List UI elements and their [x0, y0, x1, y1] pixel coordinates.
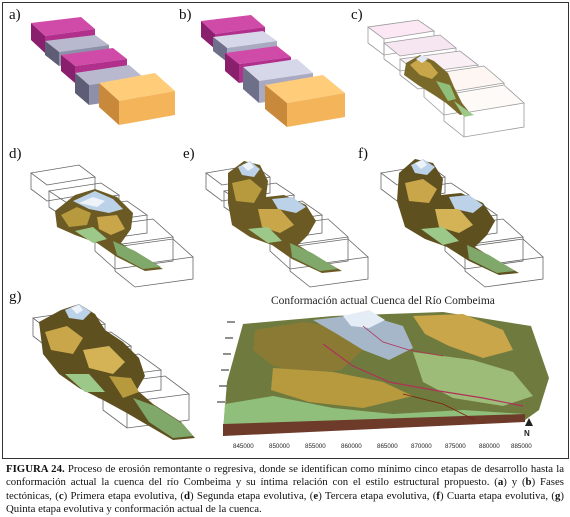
caption-text: ) Quinta etapa evolutiva y conformación … — [6, 489, 564, 516]
panel-label-d: d) — [9, 146, 22, 162]
map-x-tick: 860000 — [341, 443, 362, 450]
terrain-g — [39, 304, 195, 440]
caption-ref-d: d — [183, 489, 190, 502]
map-x-tick: 850000 — [269, 443, 290, 450]
map-x-axis: 845000 850000 855000 860000 865000 87000… — [233, 443, 532, 450]
combeima-3d-map: Conformación actual Cuenca del Río Combe… — [217, 295, 549, 450]
terrain-c — [404, 55, 474, 117]
map-terrain — [223, 310, 549, 436]
panel-f-fourth-stage — [380, 159, 544, 288]
map-x-tick: 845000 — [233, 443, 254, 450]
map-x-tick: 870000 — [411, 443, 432, 450]
caption-ref-g: g — [554, 489, 561, 502]
panel-label-f: f) — [358, 146, 368, 162]
map-x-tick: 855000 — [305, 443, 326, 450]
terrain-e — [228, 161, 342, 273]
panel-label-g: g) — [9, 289, 22, 305]
panel-d-second-stage — [30, 164, 194, 288]
caption-ref-e: e — [313, 489, 319, 502]
caption-text: ) y ( — [503, 476, 526, 489]
caption-text: ) Cuarta etapa evolutiva, ( — [440, 489, 555, 502]
caption-text: Proceso de erosión remontante o regresiv… — [6, 463, 564, 489]
caption-figure-label: FIGURA 24. — [6, 463, 65, 475]
map-x-tick: 885000 — [511, 443, 532, 450]
map-y-tick-marks — [217, 321, 235, 403]
map-x-tick: 875000 — [445, 443, 466, 450]
terrain-d — [55, 189, 163, 271]
panel-label-a: a) — [9, 7, 21, 23]
panel-b-tectonic-blocks — [201, 15, 345, 127]
figure-caption: FIGURA 24. Proceso de erosión remontante… — [6, 463, 564, 517]
panel-c-first-stage — [366, 19, 525, 138]
terrain-f — [397, 159, 519, 275]
caption-text: ) Tercera etapa evolutiva, ( — [318, 489, 437, 502]
map-title: Conformación actual Cuenca del Río Combe… — [271, 295, 495, 307]
panel-label-e: e) — [183, 146, 195, 162]
caption-ref-b: b — [525, 476, 532, 489]
caption-text: ) Segunda etapa evolutiva, ( — [190, 489, 314, 502]
panel-label-c: c) — [351, 7, 363, 23]
panel-label-b: b) — [179, 7, 192, 23]
north-arrow-label: N — [524, 429, 530, 438]
block-orange — [99, 73, 175, 125]
map-x-tick: 865000 — [377, 443, 398, 450]
caption-text: ) Primera etapa evolutiva, ( — [63, 489, 184, 502]
caption-ref-a: a — [497, 476, 504, 489]
figure-frame: a) b) c) d) e) f) g) — [2, 2, 569, 459]
caption-ref-f: f — [436, 489, 440, 502]
panel-a-tectonic-blocks — [31, 17, 175, 125]
block-b-orange — [265, 75, 345, 127]
panel-e-third-stage — [205, 161, 369, 288]
caption-text: ) Fases tectónicas, ( — [6, 476, 564, 502]
north-arrow-icon: N — [524, 418, 533, 438]
map-x-tick: 880000 — [479, 443, 500, 450]
caption-ref-c: c — [58, 489, 64, 502]
panel-g-fifth-stage — [32, 304, 195, 440]
